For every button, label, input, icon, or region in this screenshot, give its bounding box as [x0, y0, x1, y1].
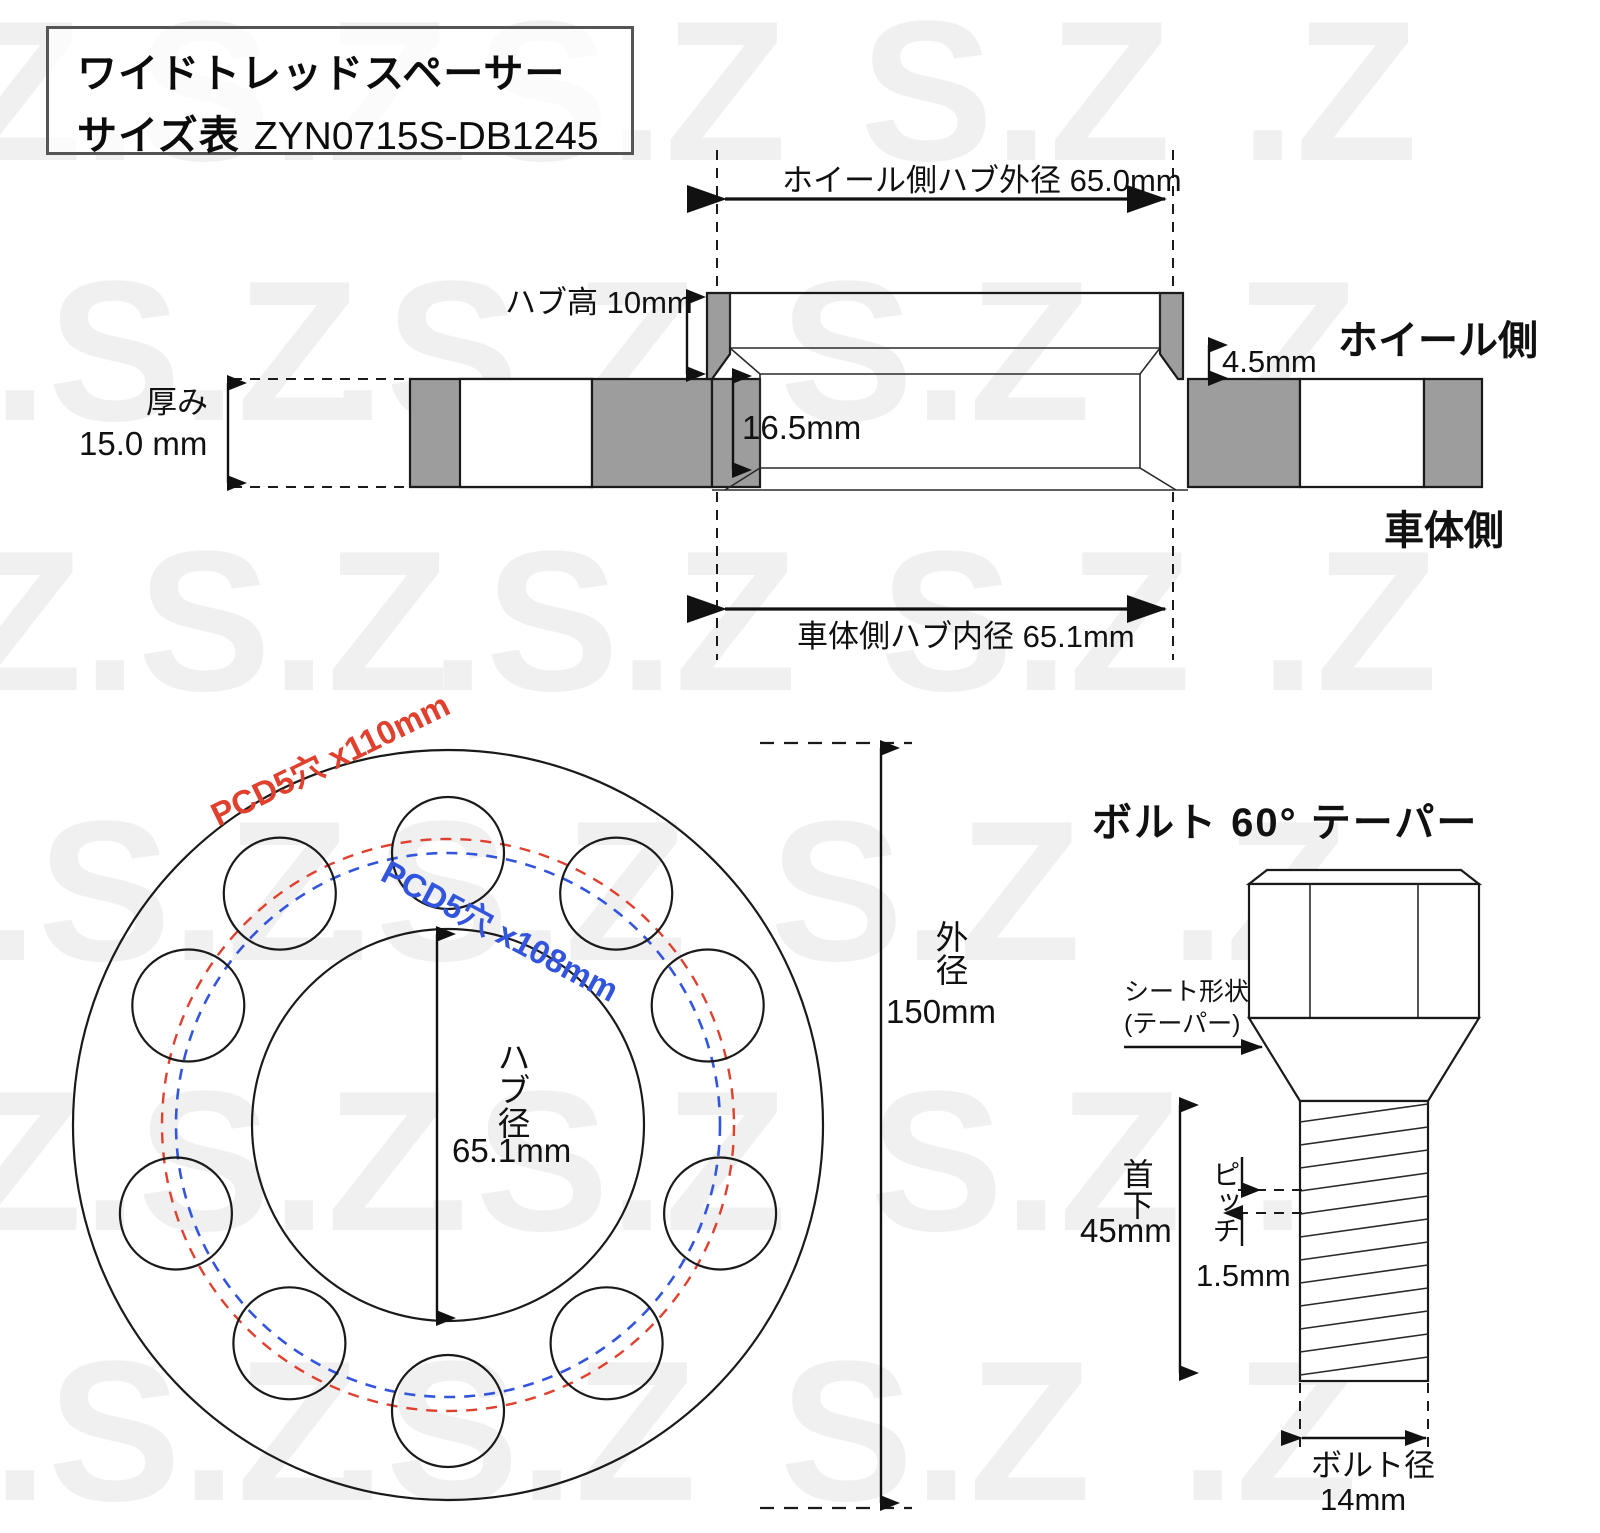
- flange-right-gray-a: [1186, 377, 1302, 489]
- bolt-thread-hatching: [1299, 1103, 1429, 1376]
- pcd-circle-110: [160, 837, 736, 1413]
- product-code: ZYN0715S-DB1245: [253, 115, 599, 158]
- label-body-side: 車体側: [1384, 509, 1504, 553]
- bolt-hole-outer-2: [662, 1156, 778, 1271]
- bolt-taper-seat: [1247, 1016, 1481, 1103]
- bolt-hole-inner-2: [549, 1286, 664, 1401]
- title-box: ワイドトレッドスペーサー サイズ表 ZYN0715S-DB1245: [46, 26, 634, 158]
- label-hub-dia: ハブ径: [493, 1040, 530, 1144]
- label-neck-length-value: 45mm: [1080, 1212, 1172, 1249]
- label-wheel-hub-outer-dia: ホイール側ハブ外径 65.0mm: [782, 163, 1182, 198]
- label-outer-dia-value: 150mm: [886, 993, 997, 1030]
- label-outer-dia: 外径: [930, 920, 968, 986]
- hub-wall-left: [705, 291, 732, 381]
- cross-section-view: [226, 150, 1484, 660]
- flange-left-white: [458, 377, 594, 489]
- label-hub-dia-text: ハブ径: [493, 1040, 530, 1139]
- label-bolt-dia: ボルト径: [1311, 1448, 1435, 1483]
- flange-right-gray-b: [1422, 377, 1484, 489]
- flange-right-white: [1298, 377, 1426, 489]
- hub-taper-inner: [729, 347, 1161, 375]
- label-step-height: 4.5mm: [1222, 344, 1317, 379]
- label-bolt-dia-value: 14mm: [1320, 1482, 1407, 1517]
- bolt-head-body: [1247, 882, 1481, 1020]
- label-hub-height: ハブ高 10mm: [505, 285, 693, 320]
- label-inner-height: 16.5mm: [742, 409, 862, 446]
- hub-wall-right: [1158, 291, 1185, 381]
- label-pitch-value: 1.5mm: [1196, 1258, 1291, 1293]
- label-neck-length: 首下: [1117, 1158, 1153, 1220]
- bolt-hole-outer-4: [118, 1156, 233, 1271]
- label-seat-shape-1: シート形状: [1124, 978, 1250, 1006]
- bolt-hole-outer-3: [390, 1353, 506, 1469]
- hub-bore-chamfer: [724, 467, 1177, 491]
- title-line-2: サイズ表: [77, 114, 240, 158]
- bolt-head-top-chamfer: [1245, 868, 1483, 886]
- label-thickness: 厚み: [146, 385, 208, 420]
- label-wheel-side: ホイール側: [1338, 319, 1538, 363]
- bolt-hole-inner-4: [131, 948, 246, 1063]
- bolt-hole-inner-1: [650, 948, 765, 1063]
- title-line-1: ワイドトレッドスペーサー: [77, 52, 566, 96]
- title-line-2-row: サイズ表 ZYN0715S-DB1245: [77, 103, 631, 161]
- label-seat-shape-2: (テーパー): [1124, 1010, 1241, 1038]
- label-hub-dia-value: 65.1mm: [452, 1132, 572, 1169]
- bolt-hole-inner-3: [232, 1286, 347, 1401]
- disc-outer-circle: [71, 748, 825, 1502]
- disc-face-view: [71, 740, 912, 1511]
- bolt-hole-outer-1: [559, 836, 674, 951]
- flange-left-gray-b: [590, 377, 714, 489]
- hub-bore-box: [759, 374, 1141, 469]
- label-pitch: ピッチ: [1209, 1160, 1241, 1244]
- bolt-hole-outer-5: [222, 836, 337, 951]
- pcd-circle-108: [174, 851, 722, 1399]
- bolt-hole-inner-5: [390, 795, 506, 911]
- label-body-hub-inner-dia: 車体側ハブ内径 65.1mm: [797, 619, 1135, 654]
- label-thickness-value: 15.0 mm: [79, 425, 208, 462]
- label-bolt-title: ボルト 60° テーパー: [1092, 801, 1479, 845]
- bolt-shank: [1298, 1099, 1430, 1383]
- bolt-view: [1124, 868, 1483, 1452]
